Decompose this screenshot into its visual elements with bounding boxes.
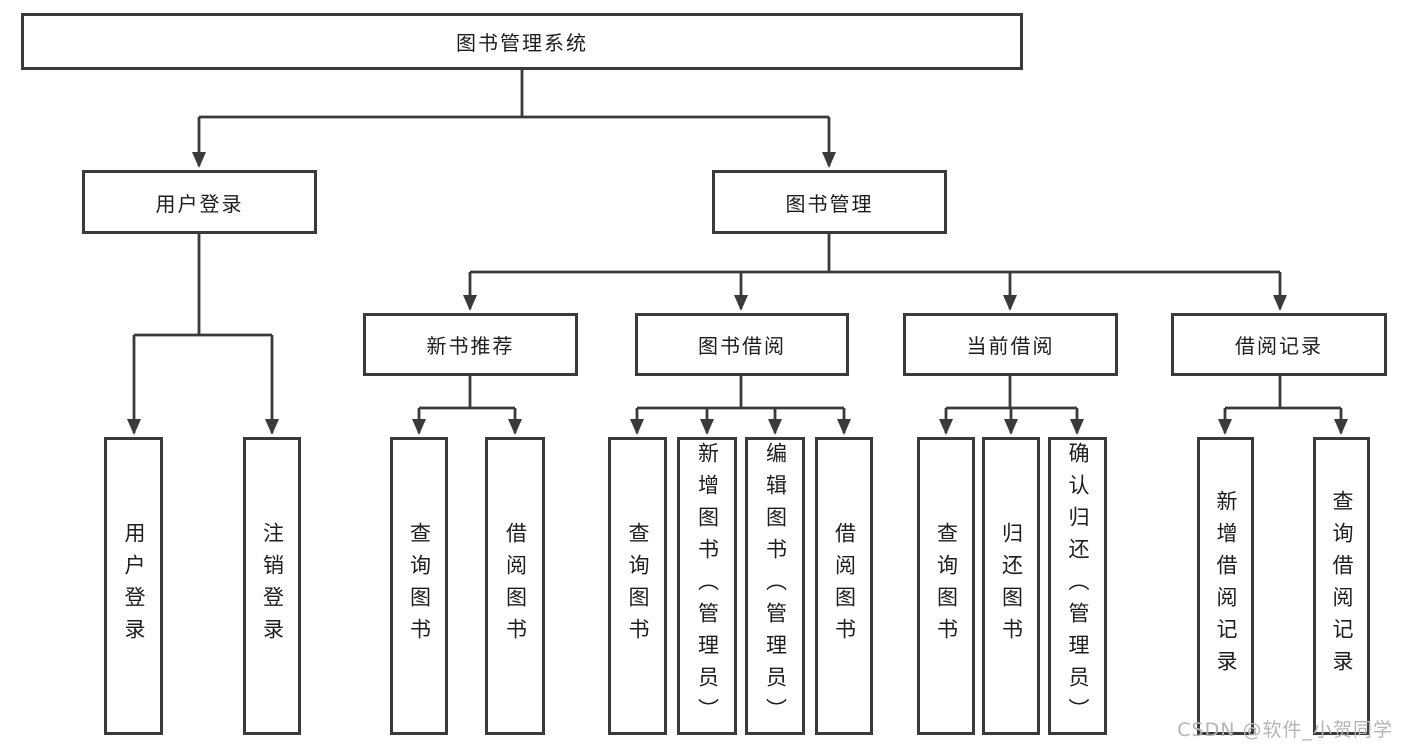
- node-borrowing-records: 借阅记录: [1171, 313, 1387, 376]
- leaf-label: 查询图书: [407, 522, 432, 650]
- leaf-label: 用户登录: [122, 522, 146, 650]
- leaf-user-login: 用户登录: [104, 437, 163, 735]
- leaf-recommend-borrow-books: 借阅图书: [485, 437, 545, 735]
- node-book-borrowing: 图书借阅: [635, 313, 849, 376]
- leaf-logout: 注销登录: [243, 437, 301, 735]
- leaf-label: 借阅图书: [503, 522, 528, 650]
- node-root-system: 图书管理系统: [21, 13, 1023, 70]
- leaf-label: 归还图书: [999, 522, 1024, 650]
- node-book-management: 图书管理: [712, 170, 947, 234]
- leaf-label: 查询借阅记录: [1330, 490, 1354, 682]
- leaf-borrowing-borrow-books: 借阅图书: [815, 437, 873, 735]
- leaf-label: 新增借阅记录: [1214, 490, 1238, 682]
- leaf-recommend-query-books: 查询图书: [390, 437, 448, 735]
- leaf-records-add-record: 新增借阅记录: [1197, 437, 1254, 735]
- leaf-label: 新增图书（管理员）: [695, 442, 720, 730]
- leaf-label: 借阅图书: [832, 522, 857, 650]
- node-user-login: 用户登录: [82, 170, 317, 234]
- leaf-current-return-books: 归还图书: [982, 437, 1040, 735]
- leaf-label: 确认归还（管理员）: [1066, 442, 1090, 730]
- leaf-borrowing-query-books: 查询图书: [608, 437, 667, 735]
- leaf-label: 注销登录: [260, 522, 285, 650]
- leaf-records-query-record: 查询借阅记录: [1313, 437, 1370, 735]
- leaf-label: 查询图书: [934, 522, 959, 650]
- leaf-current-query-books: 查询图书: [917, 437, 975, 735]
- watermark: CSDN @软件_小贺同学: [1177, 719, 1393, 741]
- leaf-current-confirm-return: 确认归还（管理员）: [1048, 437, 1107, 735]
- leaf-label: 编辑图书（管理员）: [763, 442, 788, 730]
- leaf-borrowing-add-books: 新增图书（管理员）: [677, 437, 737, 735]
- node-new-book-recommend: 新书推荐: [363, 313, 578, 376]
- leaf-borrowing-edit-books: 编辑图书（管理员）: [745, 437, 805, 735]
- node-current-borrowing: 当前借阅: [903, 313, 1118, 376]
- leaf-label: 查询图书: [626, 522, 650, 650]
